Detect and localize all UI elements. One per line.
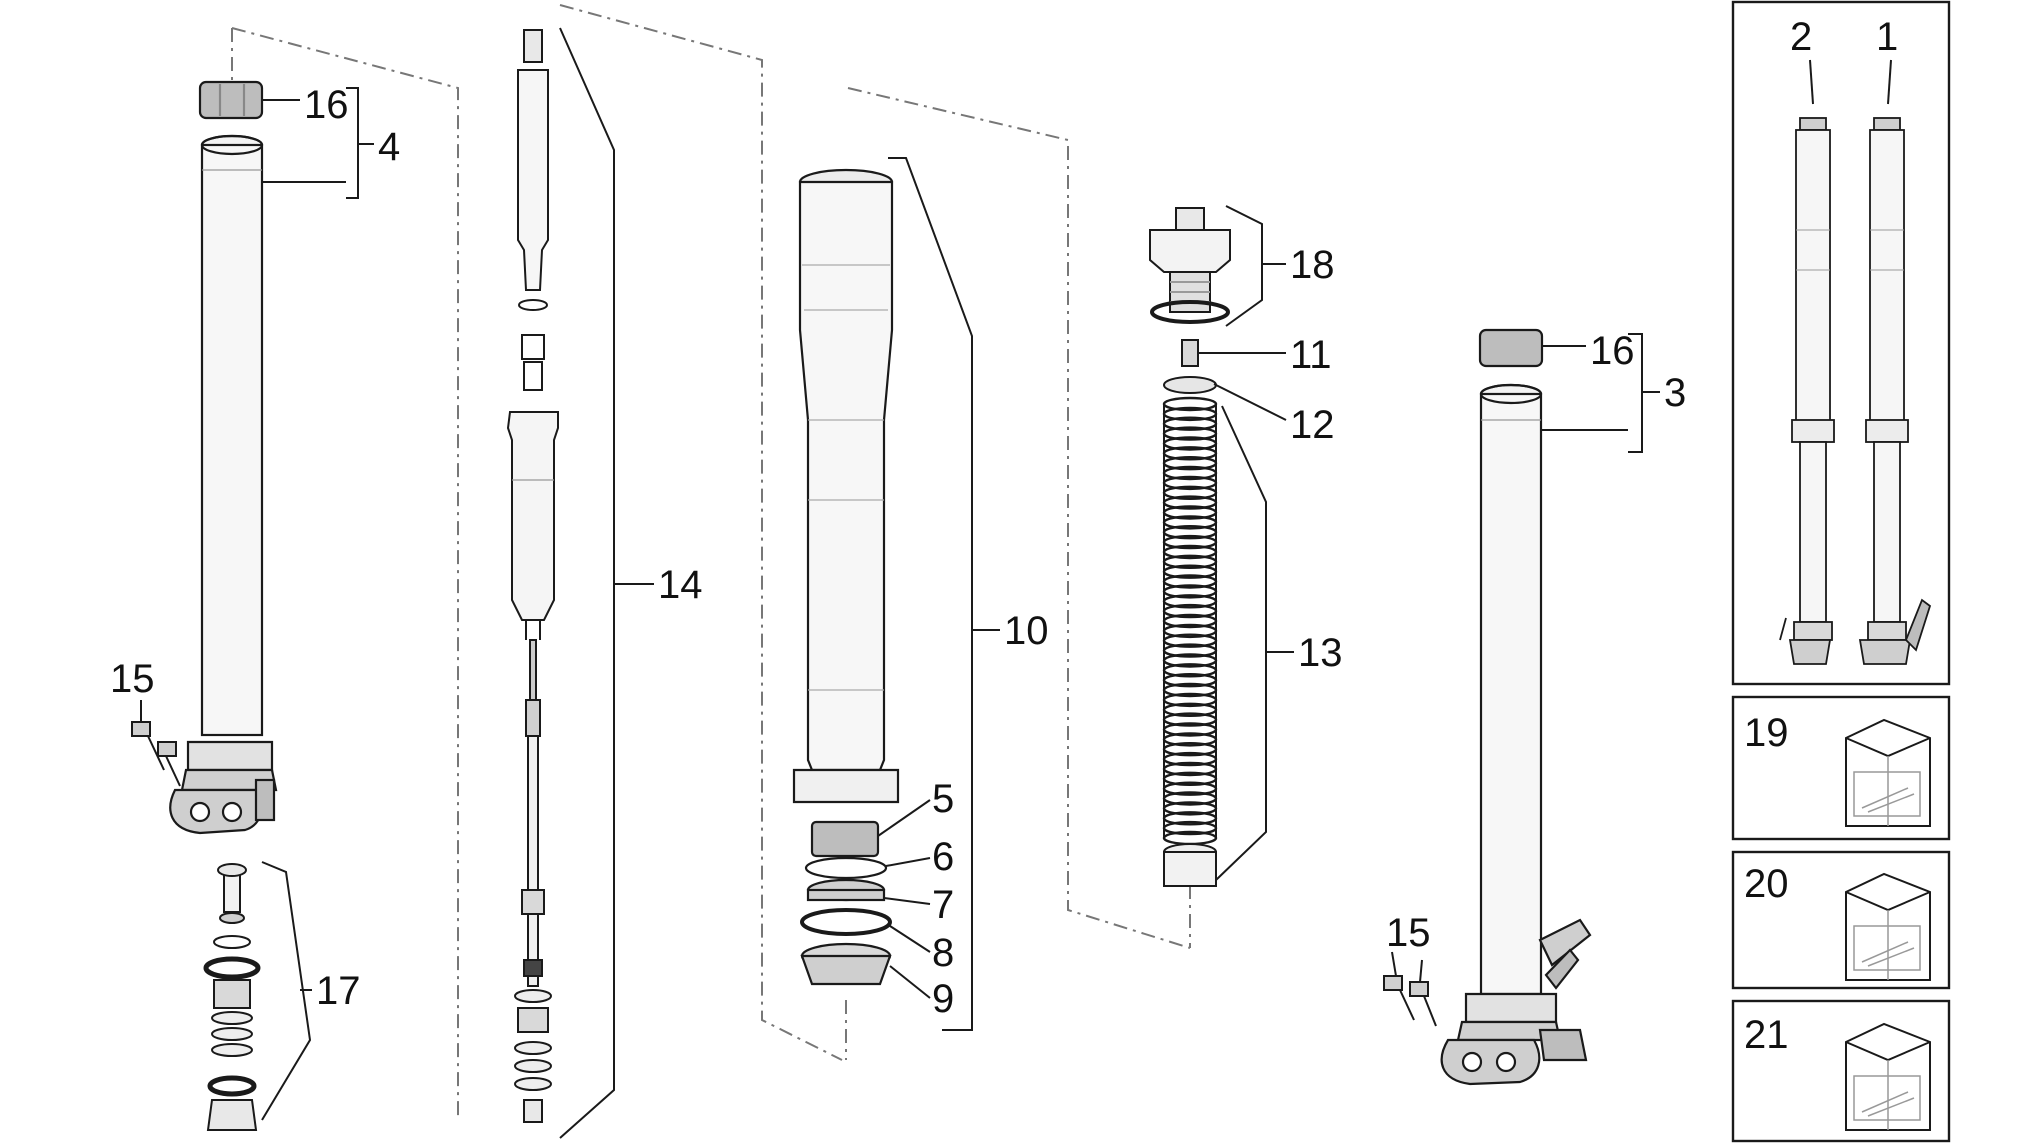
clamp-bolts-left bbox=[131, 700, 181, 787]
callout-8: 8 bbox=[932, 931, 954, 975]
callout-3: 3 bbox=[1664, 371, 1686, 415]
leader-lines bbox=[261, 27, 1660, 1139]
kit-box-outline bbox=[1861, 1091, 1909, 1113]
kit-box-outline bbox=[1861, 941, 1909, 963]
callout-15-right: 15 bbox=[1386, 911, 1431, 955]
outer-fork-tube bbox=[792, 168, 900, 986]
kit-box-outline bbox=[1867, 947, 1915, 967]
kit-box-outline bbox=[1853, 771, 1921, 817]
callout-16-right: 16 bbox=[1590, 329, 1635, 373]
kit-box-outline bbox=[1853, 1075, 1921, 1121]
clamp-bolts-right bbox=[1383, 951, 1437, 1027]
hex-nut-icon bbox=[198, 80, 264, 120]
callout-1: 1 bbox=[1876, 15, 1898, 59]
callout-13: 13 bbox=[1298, 631, 1343, 675]
callout-2: 2 bbox=[1790, 15, 1812, 59]
callout-7: 7 bbox=[932, 883, 954, 927]
callout-5: 5 bbox=[932, 777, 954, 821]
fork-leg-icon bbox=[1779, 117, 1932, 665]
callout-19: 19 bbox=[1744, 711, 1789, 755]
callout-16-left: 16 bbox=[304, 83, 349, 127]
right-fork-leg bbox=[1440, 328, 1592, 1086]
kit-box-outline bbox=[1867, 793, 1915, 813]
callout-20: 20 bbox=[1744, 862, 1789, 906]
callout-14: 14 bbox=[658, 563, 703, 607]
callout-17: 17 bbox=[316, 969, 361, 1013]
damper-cartridge bbox=[506, 29, 559, 1123]
callout-21: 21 bbox=[1744, 1013, 1789, 1057]
kit-box-outline bbox=[1867, 1097, 1915, 1117]
left-fork-leg bbox=[169, 80, 278, 835]
callout-15-left: 15 bbox=[110, 657, 155, 701]
base-valve-stack bbox=[203, 863, 261, 1131]
spring-coils bbox=[1162, 396, 1218, 846]
callout-4: 4 bbox=[378, 125, 400, 169]
kit-box-19: 19 bbox=[1731, 695, 1951, 841]
kit-box-outline bbox=[1853, 925, 1921, 971]
parts-kit-box-icon bbox=[1845, 872, 1931, 981]
coil-spring-icon bbox=[1149, 207, 1231, 887]
parts-kit-box-icon bbox=[1845, 1022, 1931, 1131]
callout-6: 6 bbox=[932, 835, 954, 879]
callout-11: 11 bbox=[1290, 333, 1332, 377]
assembled-forks-panel: 2 1 bbox=[1731, 0, 1951, 686]
callout-10: 10 bbox=[1004, 609, 1049, 653]
kit-box-outline bbox=[1861, 787, 1909, 809]
parts-kit-box-icon bbox=[1845, 718, 1931, 827]
callout-18: 18 bbox=[1290, 243, 1335, 287]
kit-box-21: 21 bbox=[1731, 999, 1951, 1143]
kit-box-20: 20 bbox=[1731, 850, 1951, 990]
callout-9: 9 bbox=[932, 977, 954, 1021]
callout-12: 12 bbox=[1290, 403, 1335, 447]
